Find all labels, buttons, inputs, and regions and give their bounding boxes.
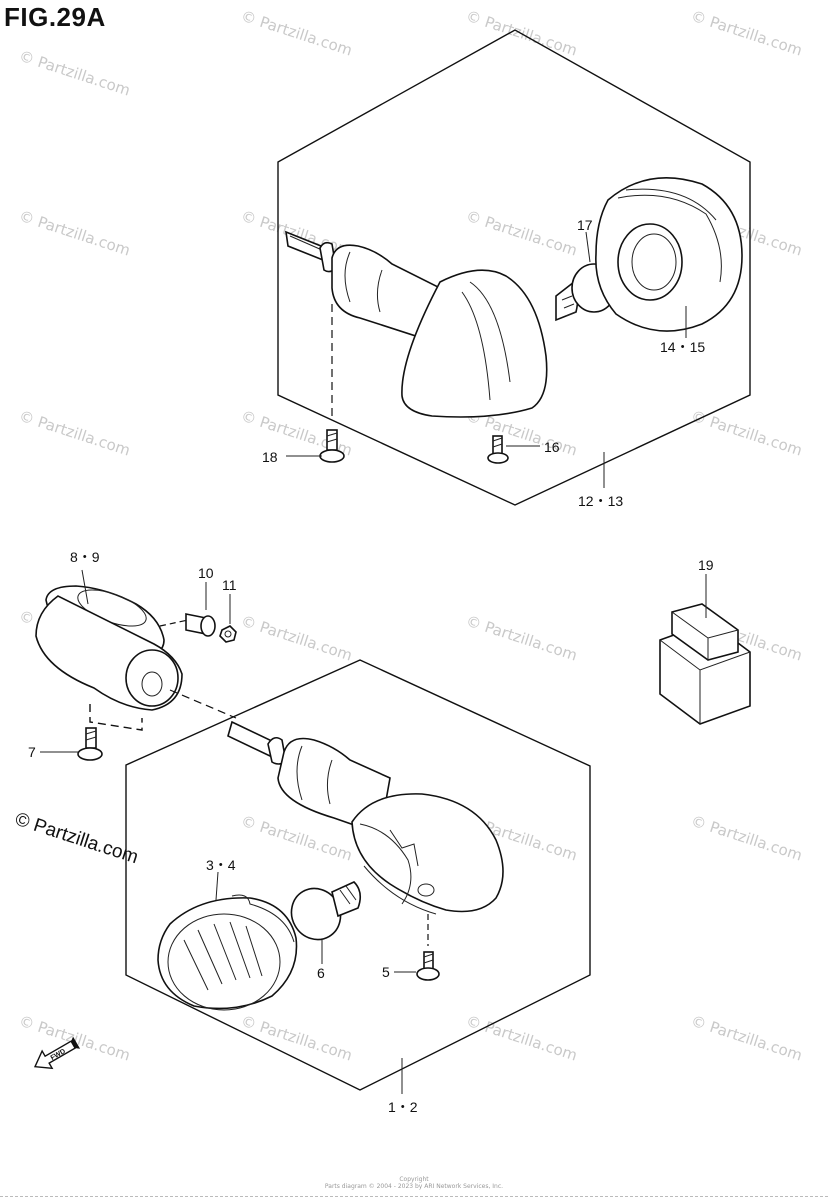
callout-17: 17 <box>577 217 593 233</box>
relay-19 <box>659 574 751 725</box>
callout-10: 10 <box>198 565 214 581</box>
watermark: © Partzilla.com <box>239 7 355 60</box>
watermark: © Partzilla.com <box>689 407 805 460</box>
watermark: © Partzilla.com <box>239 1012 355 1065</box>
watermark-prominent: © Partzilla.com <box>12 809 140 869</box>
nut-11 <box>219 594 237 643</box>
callout-12-13: 12・13 <box>578 493 623 509</box>
forward-direction-arrow: FWD <box>33 1036 81 1070</box>
callout-8-9: 8・9 <box>70 549 100 565</box>
copyright-footer: Copyright Parts diagram © 2004 - 2023 by… <box>0 1176 828 1190</box>
watermark: © Partzilla.com <box>17 207 133 260</box>
watermark: © Partzilla.com <box>464 1012 580 1065</box>
assembly-boundary-12-13 <box>277 29 751 506</box>
callout-6: 6 <box>317 965 325 981</box>
callout-16: 16 <box>544 439 560 455</box>
watermark: © Partzilla.com <box>689 1012 805 1065</box>
watermark: © Partzilla.com <box>464 612 580 665</box>
lower-turn-signal-assembly <box>125 659 591 1094</box>
figure-title: FIG.29A <box>4 2 106 32</box>
watermark-layer: © Partzilla.com © Partzilla.com © Partzi… <box>12 7 804 1065</box>
page-bottom-divider <box>0 1196 828 1197</box>
watermark: © Partzilla.com <box>239 612 355 665</box>
callout-11: 11 <box>222 577 237 593</box>
watermark: © Partzilla.com <box>17 47 133 100</box>
screw-18 <box>319 304 345 463</box>
mounting-bracket-8-9 <box>35 569 183 711</box>
lens-14-15 <box>595 176 743 332</box>
callout-3-4: 3・4 <box>206 857 236 873</box>
callout-5: 5 <box>382 964 390 980</box>
callout-19: 19 <box>698 557 714 573</box>
lens-housing-lower <box>351 793 504 913</box>
callout-labels: 17 14・15 16 18 12・13 8・9 10 11 19 7 3・4 … <box>28 217 714 1115</box>
upper-turn-signal-assembly <box>277 29 751 506</box>
lens-housing-12-13 <box>401 269 548 418</box>
watermark: © Partzilla.com <box>689 7 805 60</box>
callout-18: 18 <box>262 449 278 465</box>
screw-7 <box>40 704 143 761</box>
callout-7: 7 <box>28 744 36 760</box>
callout-1-2: 1・2 <box>388 1099 418 1115</box>
bolt-10 <box>159 582 216 637</box>
stem-housing <box>331 244 454 339</box>
lens-3-4 <box>157 871 298 1011</box>
bulb-17 <box>555 263 617 322</box>
fwd-label: FWD <box>50 1048 67 1062</box>
wire-lead-lower <box>227 720 275 758</box>
watermark: © Partzilla.com <box>464 207 580 260</box>
assembly-boundary-1-2 <box>125 659 591 1091</box>
footer-line-1: Copyright <box>399 1176 429 1183</box>
screw-5 <box>394 914 440 981</box>
assembly-alignment-line <box>169 689 237 719</box>
callout-14-15: 14・15 <box>660 339 705 355</box>
watermark: © Partzilla.com <box>17 1012 133 1065</box>
bulb-6 <box>290 881 362 964</box>
footer-line-2: Parts diagram © 2004 - 2023 by ARI Netwo… <box>324 1183 504 1190</box>
screw-16 <box>487 435 509 464</box>
watermark: © Partzilla.com <box>17 407 133 460</box>
watermark: © Partzilla.com <box>689 812 805 865</box>
